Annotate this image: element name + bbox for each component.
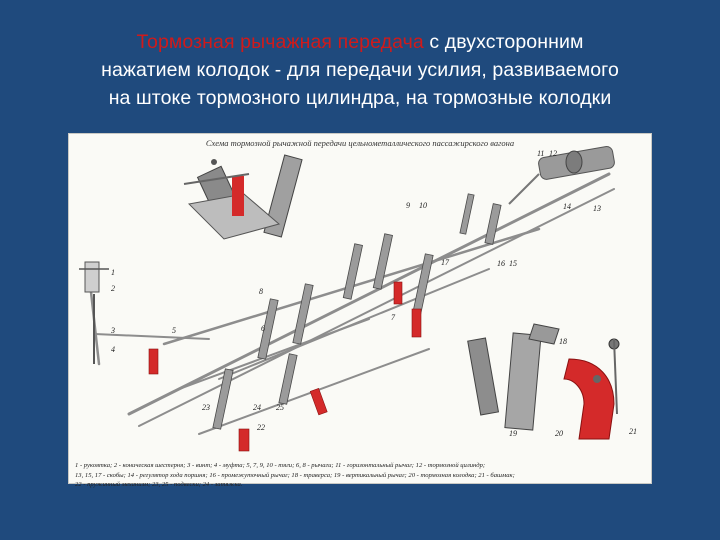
upper-left-assembly <box>183 154 303 240</box>
callout-25: 25 <box>276 403 284 412</box>
callout-6: 6 <box>261 324 265 333</box>
scheme-title: Схема тормозной рычажной передачи цельно… <box>205 138 515 148</box>
callout-2: 2 <box>111 284 115 293</box>
callout-numbers: 1 2 3 4 5 6 7 8 9 10 11 12 13 14 15 16 1… <box>110 149 637 438</box>
main-rods <box>87 172 615 435</box>
callout-19: 19 <box>509 429 517 438</box>
callout-18: 18 <box>559 337 567 346</box>
callout-10: 10 <box>419 201 427 210</box>
legend-line-2: 13, 15, 17 - скобы; 14 - регулятор хода … <box>75 471 515 479</box>
callout-11: 11 <box>537 149 544 158</box>
callout-8: 8 <box>259 287 263 296</box>
title-line-2: нажатием колодок - для передачи усилия, … <box>101 59 619 81</box>
legend-line-3: 22 - пружинный механизм; 23, 25 - подвес… <box>75 481 243 488</box>
callout-5: 5 <box>172 326 176 335</box>
brake-cylinder <box>508 146 615 205</box>
callout-15: 15 <box>509 259 517 268</box>
callout-4: 4 <box>111 345 115 354</box>
title-line-1: Тормозная рычажная передача с двухсторон… <box>40 28 680 56</box>
title-highlight: Тормозная рычажная передача <box>136 31 424 53</box>
brake-shoes <box>148 281 422 452</box>
callout-17: 17 <box>441 258 450 267</box>
title-line-1-rest: с двухсторонним <box>423 31 584 53</box>
callout-13: 13 <box>593 204 601 213</box>
left-handle-assembly <box>79 261 109 364</box>
callout-14: 14 <box>563 202 571 211</box>
callout-20: 20 <box>555 429 563 438</box>
bogie-levers <box>212 193 502 430</box>
detail-inset-lower-right <box>467 323 620 440</box>
callout-7: 7 <box>391 313 396 322</box>
callout-16: 16 <box>497 259 505 268</box>
figure-legend: 1 - рукоятка; 2 - коническая шестерня; 3… <box>75 461 647 490</box>
callout-12: 12 <box>549 149 557 158</box>
brake-diagram-panel: Схема тормозной рычажной передачи цельно… <box>68 133 652 488</box>
slide-title: Тормозная рычажная передача с двухсторон… <box>40 28 680 112</box>
legend-line-1: 1 - рукоятка; 2 - коническая шестерня; 3… <box>75 462 486 469</box>
callout-9: 9 <box>406 201 410 210</box>
brake-linkage-drawing: 1 2 3 4 5 6 7 8 9 10 11 12 13 14 15 16 1… <box>79 146 637 452</box>
callout-23: 23 <box>202 403 210 412</box>
callout-22: 22 <box>257 423 265 432</box>
callout-1: 1 <box>111 268 115 277</box>
callout-3: 3 <box>110 326 115 335</box>
brake-shoe-detail <box>563 358 615 440</box>
callout-24: 24 <box>253 403 261 412</box>
title-line-3: на штоке тормозного цилиндра, на тормозн… <box>108 87 612 109</box>
brake-shoe-upper <box>232 176 244 216</box>
callout-21: 21 <box>629 427 637 436</box>
